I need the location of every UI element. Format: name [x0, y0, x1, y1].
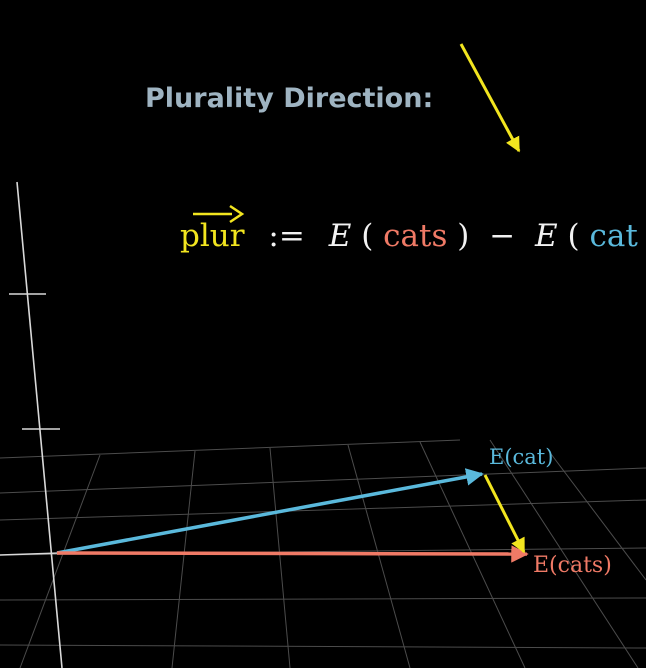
formula-close-paren-1: ) [457, 218, 469, 254]
formula-open-paren-1: ( [361, 218, 373, 254]
grid-cross-line [347, 444, 411, 668]
floor-grid [0, 439, 646, 668]
vertical-axis [9, 181, 63, 668]
grid-cross-line [489, 439, 639, 668]
plurality-title: Plurality Direction: [145, 83, 433, 114]
formula: plur := E ( cats ) − E ( cat ) [180, 204, 646, 254]
plurality-difference-arrow [483, 474, 526, 554]
horizontal-axis-line [0, 552, 61, 556]
vertical-axis-line [16, 181, 63, 668]
formula-open-paren-2: ( [568, 218, 580, 254]
grid-cross-line [19, 454, 101, 668]
grid-depth-line [0, 644, 646, 649]
cat-label: E(cat) [489, 445, 553, 469]
formula-define-symbol: := [268, 218, 304, 254]
formula-word-plural: cats [383, 218, 447, 254]
cats-vector-arrow [56, 545, 529, 563]
diagonal-arrow-icon [459, 43, 521, 153]
formula-text: plur := E ( cats ) − E ( cat ) [180, 218, 646, 254]
formula-minus: − [489, 218, 515, 254]
right-arrow-icon [229, 204, 245, 224]
grid-cross-line [171, 450, 196, 668]
grid-cross-line [269, 447, 291, 668]
grid-cross-line [547, 449, 646, 581]
grid-depth-line [0, 499, 646, 521]
formula-func-plural: E [328, 218, 352, 254]
grid-depth-line [0, 467, 646, 494]
formula-vector-name: plur [180, 218, 245, 254]
cats-label: E(cats) [533, 553, 612, 578]
formula-word-singular: cat [590, 218, 639, 254]
formula-func-singular: E [534, 218, 558, 254]
grid-depth-line [0, 597, 646, 601]
cat-vector-arrow [56, 468, 484, 555]
grid-depth-line [0, 439, 461, 459]
